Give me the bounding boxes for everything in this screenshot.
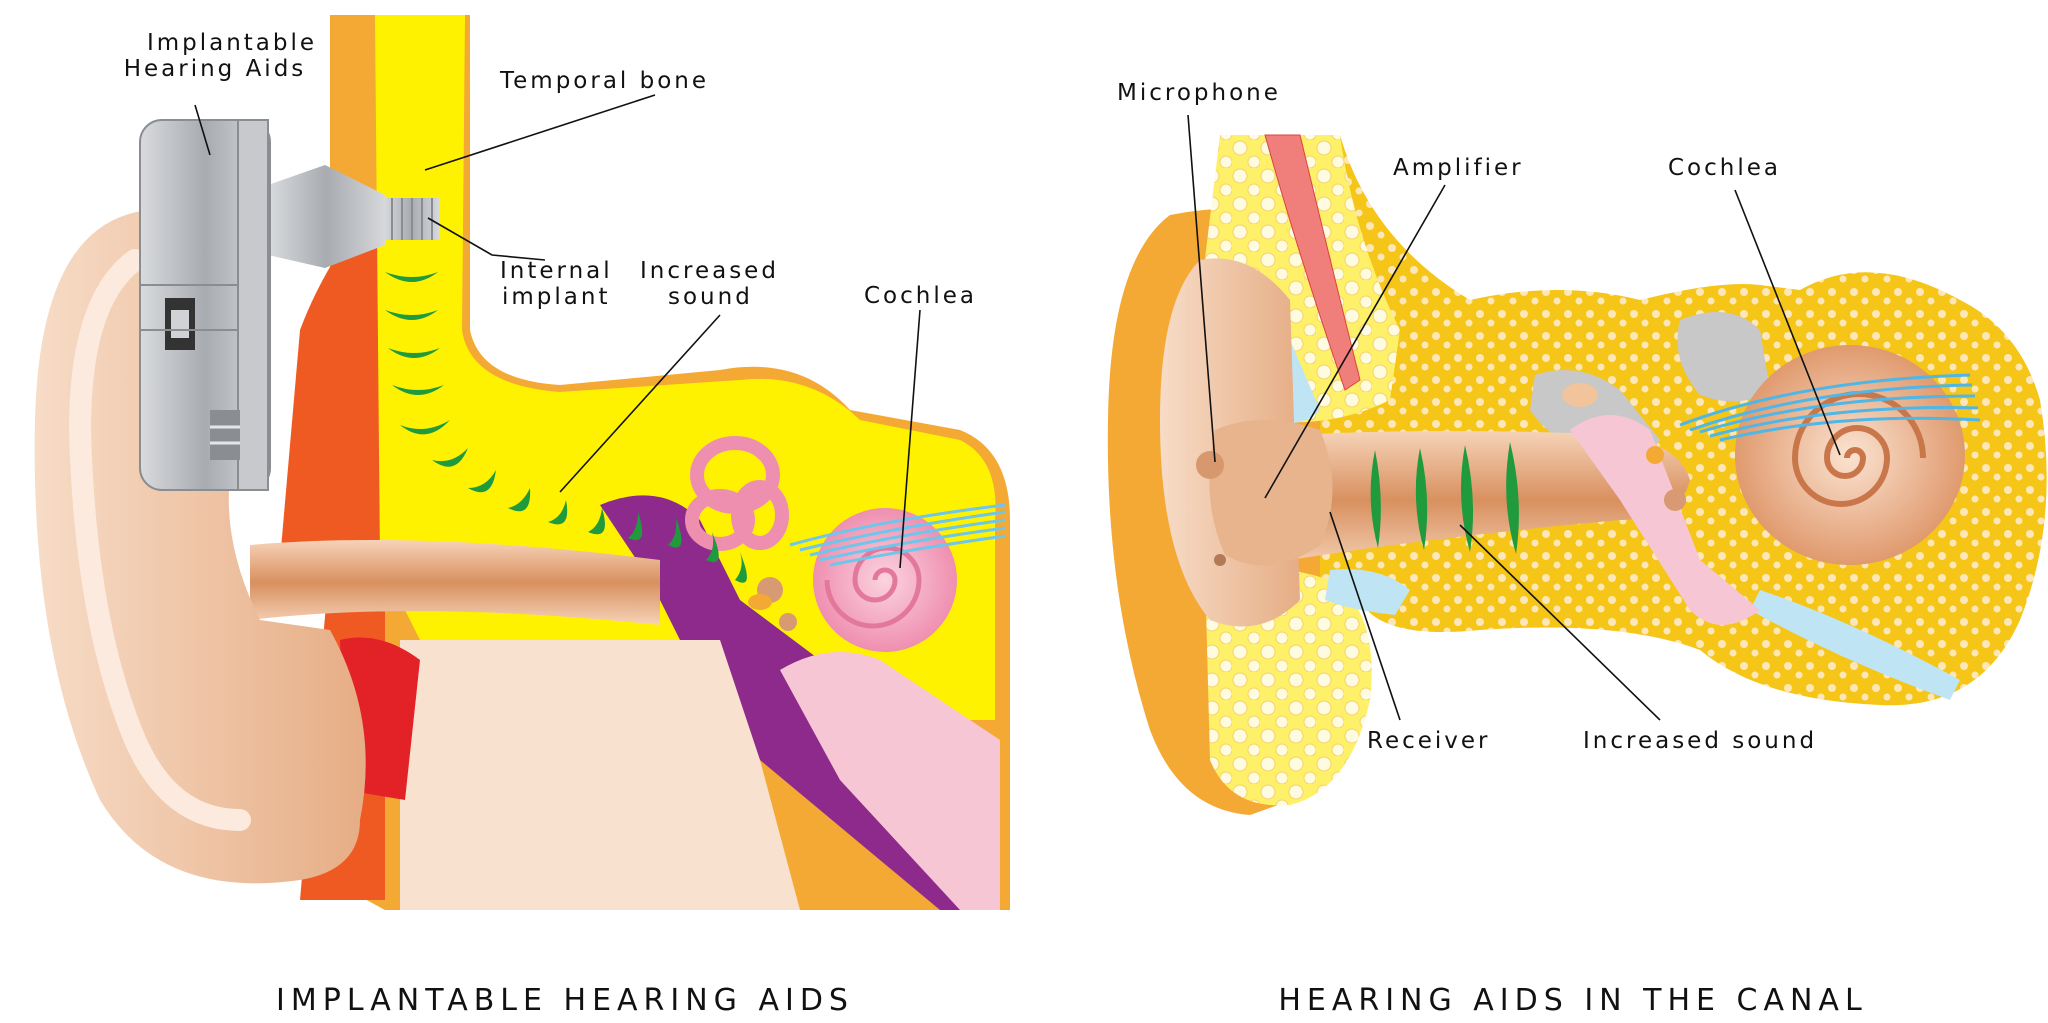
cochlea-shape bbox=[813, 508, 957, 652]
label-cochlea-right: Cochlea bbox=[1668, 155, 1781, 181]
label-receiver: Receiver bbox=[1367, 728, 1491, 754]
label-implantable-line2: Hearing Aids bbox=[124, 56, 307, 82]
caption-implantable-hearing-aids: IMPLANTABLE HEARING AIDS bbox=[276, 983, 854, 1018]
internal-implant bbox=[383, 198, 439, 240]
right-illustration bbox=[1107, 114, 2047, 816]
caption-hearing-aids-in-the-canal: HEARING AIDS IN THE CANAL bbox=[1278, 983, 1867, 1018]
label-temporal-bone: Temporal bone bbox=[499, 68, 709, 94]
label-internal-line1: Internal bbox=[500, 258, 613, 284]
label-amplifier: Amplifier bbox=[1393, 155, 1524, 181]
label-increased-line2: sound bbox=[668, 284, 753, 310]
sound-waves-right bbox=[1370, 442, 1519, 554]
sound-waves bbox=[385, 272, 747, 583]
semicircular-canals bbox=[685, 436, 789, 551]
label-increased-line1: Increased bbox=[640, 258, 779, 284]
abutment-cone bbox=[268, 165, 385, 268]
auditory-nerve-right bbox=[1679, 373, 1981, 442]
label-internal-line2: implant bbox=[502, 284, 610, 310]
implantable-hearing-aid-device bbox=[139, 119, 271, 491]
label-microphone: Microphone bbox=[1117, 80, 1281, 106]
label-implantable-line1: Implantable bbox=[147, 30, 317, 56]
label-increased-sound: Increased sound bbox=[1583, 728, 1817, 754]
label-cochlea-left: Cochlea bbox=[864, 283, 977, 309]
left-illustration bbox=[34, 15, 1010, 910]
auditory-nerve bbox=[789, 503, 1006, 567]
canal-hearing-aid-device bbox=[1209, 420, 1333, 566]
